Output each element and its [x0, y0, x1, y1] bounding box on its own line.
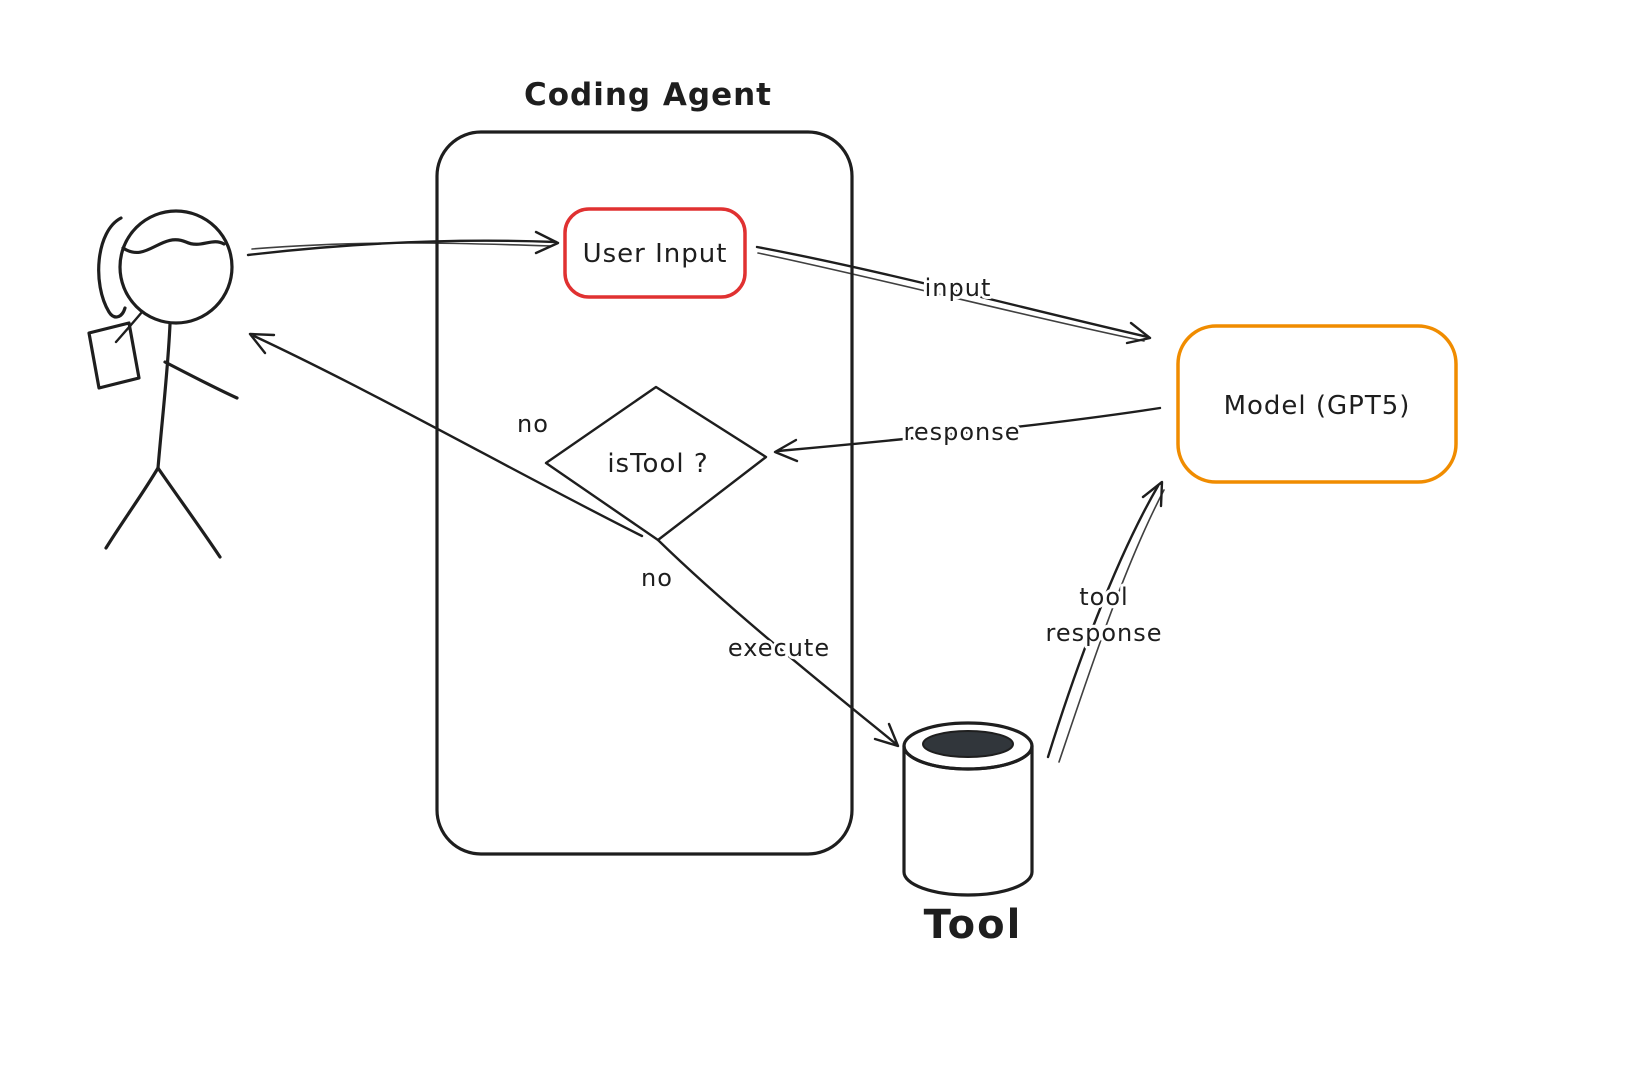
arrow-line: [776, 406, 1162, 453]
arrow-istool-to-tool: no execute: [638, 538, 900, 748]
person-head: [118, 209, 234, 325]
person-badge: [87, 321, 141, 390]
tool-response-edge-label-line1: tool: [1079, 583, 1128, 611]
arrow-model-to-istool: response: [773, 406, 1162, 463]
tool-node: Tool: [902, 721, 1034, 951]
tool-cylinder-opening: [922, 730, 1014, 758]
person-leg-right: [156, 466, 222, 559]
no-to-user-edge-label: no: [517, 410, 549, 438]
person-torso: [156, 322, 172, 470]
arrow-line-sketch: [251, 242, 553, 250]
arrow-istool-to-user: no: [248, 332, 644, 538]
arrowhead-icon: [773, 438, 799, 463]
model-box: [1176, 324, 1458, 484]
arrow-line: [656, 538, 898, 746]
istool-decision-node: isTool ?: [544, 385, 768, 542]
person-figure: [87, 209, 239, 559]
tool-response-edge-label-line2: response: [1045, 619, 1162, 647]
user-input-node: User Input: [563, 207, 747, 299]
person-lanyard: [114, 310, 144, 344]
arrow-line: [755, 245, 1150, 339]
user-input-box: [563, 207, 747, 299]
execute-edge-label: execute: [728, 634, 830, 662]
arrow-user-to-userinput: [246, 230, 560, 257]
coding-agent-container: [435, 130, 854, 856]
arrowhead-icon: [1125, 321, 1152, 345]
tool-label: Tool: [924, 902, 1023, 948]
arrow-line-sketch: [757, 252, 1145, 342]
response-edge-label: response: [903, 418, 1020, 446]
arrow-line: [252, 334, 644, 538]
arrow-userinput-to-model: input: [755, 245, 1152, 345]
person-ponytail-icon: [97, 216, 127, 319]
arrow-line-sketch: [1058, 489, 1165, 763]
coding-agent-group: Coding Agent: [435, 74, 854, 856]
user-input-label: User Input: [583, 239, 728, 269]
arrowhead-icon: [1141, 480, 1164, 508]
arrowhead-icon: [873, 722, 900, 748]
istool-label: isTool ?: [607, 449, 708, 479]
no-to-tool-edge-label: no: [641, 564, 673, 592]
person-arm: [163, 360, 239, 400]
arrowhead-icon: [534, 230, 560, 255]
arrow-line: [1046, 484, 1160, 759]
tool-cylinder-rim: [902, 721, 1034, 771]
model-label: Model (GPT5): [1224, 391, 1411, 421]
input-edge-label: input: [925, 274, 992, 302]
arrow-tool-to-model: tool response: [1042, 480, 1165, 763]
model-node: Model (GPT5): [1176, 324, 1458, 484]
person-hair-icon: [121, 238, 226, 255]
istool-diamond: [544, 385, 768, 542]
person-leg-left: [104, 466, 160, 550]
arrowhead-icon: [248, 332, 276, 355]
coding-agent-title: Coding Agent: [524, 77, 772, 113]
